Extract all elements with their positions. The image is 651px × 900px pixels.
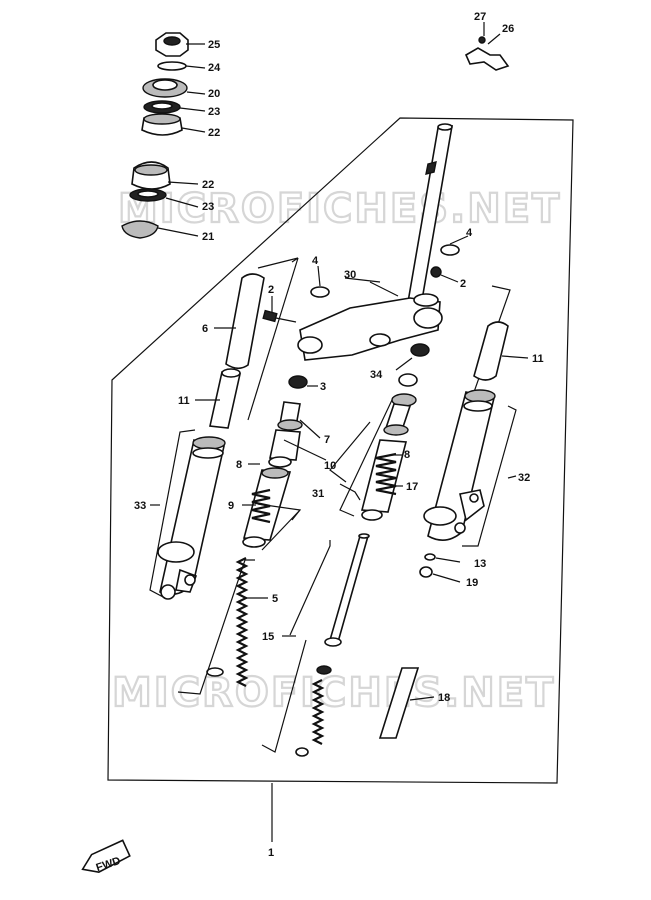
callout-20: 20: [208, 88, 220, 100]
callout-34: 34: [370, 369, 383, 381]
damper-rod-center: [360, 343, 430, 521]
ball-race-23: [143, 100, 181, 114]
head-nut-25: [155, 32, 189, 57]
callout-6: 6: [202, 323, 208, 335]
callout-23-lower: 23: [202, 201, 214, 213]
callout-24: 24: [208, 62, 221, 74]
damper-rod-15: [295, 533, 370, 757]
callout-10: 10: [324, 460, 336, 472]
callout-8-right: 8: [404, 449, 410, 461]
slide-metal-11-left: [209, 368, 241, 429]
callout-4-right: 4: [466, 227, 473, 239]
label-sticker-18: [378, 667, 420, 739]
spring-end-left: [206, 667, 224, 677]
callout-11-left: 11: [178, 395, 190, 407]
callout-18: 18: [438, 692, 450, 704]
dust-seal-21: [121, 220, 159, 239]
callout-31: 31: [312, 488, 324, 500]
callout-32: 32: [518, 472, 530, 484]
cable-clip-26: [464, 36, 510, 71]
ball-race-23-lower: [129, 188, 167, 202]
callout-11-right: 11: [532, 353, 544, 365]
bolt-19: [419, 566, 433, 578]
watermark-top: MICROFICHES.NET: [118, 186, 561, 232]
callout-3: 3: [320, 381, 326, 393]
callout-33: 33: [134, 500, 146, 512]
outer-tube-33: [157, 436, 226, 600]
bearing-22-lower: [131, 161, 171, 190]
slide-metal-11-right: [473, 321, 509, 381]
callout-27: 27: [474, 11, 486, 23]
washer-13: [424, 553, 436, 561]
callout-26: 26: [502, 23, 514, 35]
callout-23: 23: [208, 106, 220, 118]
callout-7: 7: [324, 434, 330, 446]
steering-stem-30: [297, 123, 453, 361]
callout-22-lower: 22: [202, 179, 214, 191]
callout-2-right: 2: [460, 278, 466, 290]
callout-1: 1: [268, 847, 274, 859]
circlip-4-left: [310, 286, 330, 298]
fork-cap-6: [225, 273, 265, 370]
callout-9: 9: [228, 500, 234, 512]
callout-5: 5: [272, 593, 278, 605]
callout-13: 13: [474, 558, 486, 570]
callout-22: 22: [208, 127, 220, 139]
damper-rod-left: [242, 375, 308, 548]
ring-nut-20: [142, 78, 188, 98]
fwd-arrow-icon: [81, 839, 131, 873]
callout-30: 30: [344, 269, 356, 281]
callout-4-left: 4: [312, 255, 319, 267]
callout-15: 15: [262, 631, 274, 643]
callout-8-left: 8: [236, 459, 242, 471]
assembly-boundary: [107, 117, 574, 784]
circlip-4-right: [440, 244, 460, 256]
fork-spring-5: [235, 557, 249, 687]
callout-17: 17: [406, 481, 418, 493]
callout-21: 21: [202, 231, 214, 243]
washer-24: [157, 61, 187, 71]
callout-19: 19: [466, 577, 478, 589]
watermark-bottom: MICROFICHES.NET: [112, 670, 555, 716]
bolt-2-right: [430, 266, 442, 278]
callout-2-left: 2: [268, 284, 274, 296]
bearing-22-top: [141, 113, 183, 136]
outer-tube-32: [423, 389, 496, 541]
callout-25: 25: [208, 39, 220, 51]
